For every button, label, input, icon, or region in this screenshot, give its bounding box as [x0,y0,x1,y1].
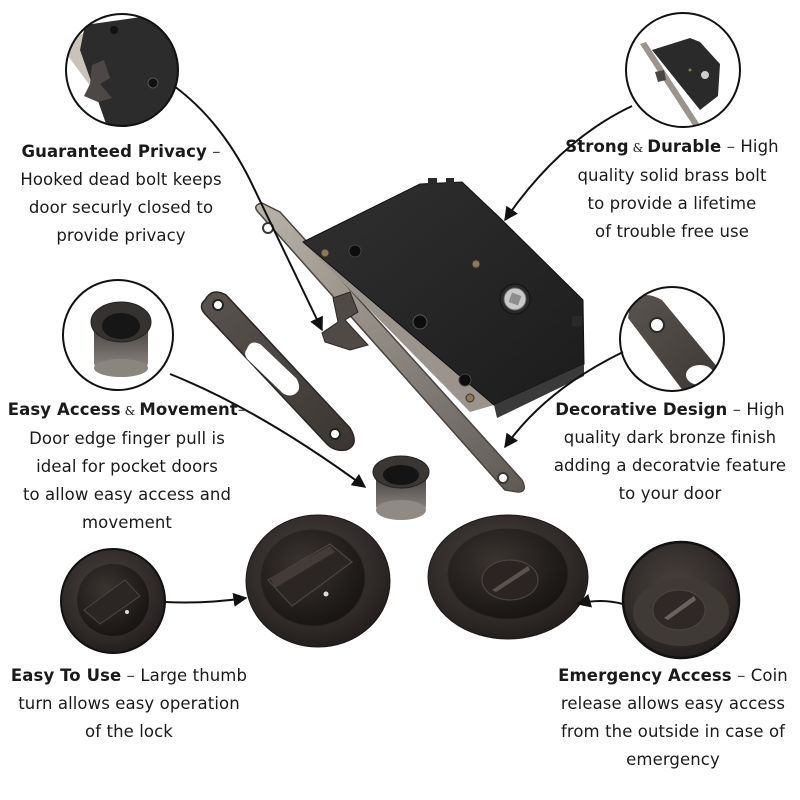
caption-title: Strong [565,137,629,156]
caption-separator: – [121,666,141,685]
callout-circle-access [62,279,174,391]
caption-separator: – [237,400,247,419]
caption-line: release allows easy access [560,694,786,713]
caption-line: to provide a lifetime [587,194,757,213]
caption-line: Door edge finger pull is [29,429,225,448]
callout-circle-emergency [621,540,741,660]
callout-circle-decor [619,286,725,392]
caption-line: movement [81,513,173,532]
caption-ampersand: & [628,141,648,155]
caption-line: of the lock [85,722,173,741]
caption-separator: – [206,142,221,161]
caption-tail: Large thumb [140,666,248,685]
caption-tail: High [746,400,785,419]
coin-release-rose [427,514,589,640]
caption-title: Emergency Access [558,666,732,685]
caption-title: Movement [139,400,238,419]
mortise-lock [255,178,585,493]
caption-title: Decorative Design [555,400,728,419]
caption-separator: – [731,666,751,685]
caption-title: Easy To Use [10,666,122,685]
caption-line: ideal for pocket doors [36,457,218,476]
callout-circle-strong [625,12,741,128]
caption-tail: High [740,137,779,156]
caption-line: provide privacy [56,226,186,245]
caption-line: adding a decoratvie feature [553,456,787,475]
caption-line: emergency [626,750,720,769]
caption-easy-access-movement: Easy Access & Movement– Door edge finger… [2,396,252,537]
caption-decorative-design: Decorative Design – High quality dark br… [540,396,800,508]
caption-guaranteed-privacy: Guaranteed Privacy – Hooked dead bolt ke… [6,138,236,250]
caption-tail: Coin [750,666,788,685]
caption-separator: – [721,137,741,156]
caption-line: Hooked dead bolt keeps [20,170,222,189]
caption-line: of trouble free use [595,222,749,241]
caption-title: Durable [647,137,722,156]
caption-line: turn allows easy operation [18,694,240,713]
caption-ampersand: & [120,404,140,418]
callout-arrows [164,85,633,608]
caption-line: door securly closed to [28,198,214,217]
caption-title: Guaranteed Privacy [21,142,207,161]
caption-easy-to-use: Easy To Use – Large thumb turn allows ea… [0,662,258,746]
caption-line: to your door [618,484,722,503]
thumb-turn-rose [245,514,391,648]
caption-line: from the outside in case of [560,722,786,741]
strike-plate [200,291,355,452]
caption-line: to allow easy access and [22,485,232,504]
caption-separator: – [727,400,747,419]
callout-circle-privacy [65,13,179,127]
caption-line: quality dark bronze finish [563,428,777,447]
callout-circle-easy [60,548,166,654]
caption-line: quality solid brass bolt [577,166,767,185]
caption-strong-durable: Strong & Durable – High quality solid br… [548,133,796,246]
finger-pull-cup [372,455,430,520]
caption-emergency-access: Emergency Access – Coin release allows e… [548,662,798,774]
caption-title: Easy Access [7,400,121,419]
